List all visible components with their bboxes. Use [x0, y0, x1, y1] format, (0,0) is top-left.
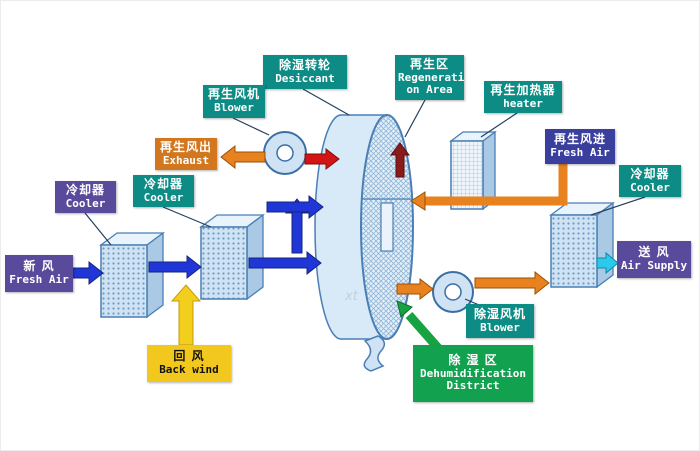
arrow-regen-intake-path — [425, 164, 568, 206]
leader-cooler-right — [590, 196, 646, 216]
cooler-block-middle — [199, 213, 265, 301]
label-regen-blower: 再生风机 Blower — [203, 85, 265, 118]
label-cooler-right-zh: 冷却器 — [630, 166, 670, 181]
label-cooler-middle-en: Cooler — [143, 190, 184, 204]
label-regeneration-area-en2: on Area — [406, 83, 453, 97]
label-dehumid-district-en1: Dehumidification — [420, 366, 526, 380]
label-air-supply: 送 风 Air Supply — [617, 241, 691, 278]
label-regen-blower-en: Blower — [214, 101, 254, 115]
label-regen-heater-zh: 再生加热器 — [490, 82, 556, 97]
leader-regen-area — [404, 99, 426, 138]
label-air-supply-en: Air Supply — [620, 259, 688, 273]
dehumid-blower-fan — [432, 271, 474, 313]
cooler-block-left — [99, 231, 165, 319]
arrow-fresh-air-to-cooler — [70, 260, 104, 286]
watermark-text: xt — [345, 289, 358, 304]
arrow-process-air-into-wheel-top — [266, 194, 324, 220]
arrow-cooler-to-cooler — [148, 254, 202, 280]
arrow-cooler-to-wheel — [248, 250, 322, 276]
label-dehumid-blower: 除湿风机 Blower — [466, 304, 534, 338]
label-desiccant-wheel-en: Desiccant — [275, 71, 335, 85]
label-cooler-right: 冷却器 Cooler — [619, 165, 681, 197]
label-dehumid-district-en2: District — [446, 379, 500, 393]
label-regen-fresh-air-zh: 再生风进 — [553, 132, 606, 147]
arrow-cooler-to-air-supply — [596, 251, 619, 275]
arrow-regen-area-up — [390, 142, 410, 178]
label-fresh-air-zh: 新 风 — [23, 259, 55, 274]
leader-regen-blower — [232, 117, 270, 136]
label-regeneration-area: 再生区 Regenerati on Area — [395, 55, 464, 100]
label-regeneration-area-en1: Regenerati — [398, 70, 465, 84]
leader-cooler-left — [84, 212, 112, 246]
regen-blower-fan — [263, 131, 307, 175]
label-regen-exhaust-en: Exhaust — [162, 153, 210, 167]
label-regen-exhaust: 再生风出 Exhaust — [155, 138, 217, 170]
label-cooler-left: 冷却器 Cooler — [55, 181, 116, 213]
label-regen-exhaust-zh: 再生风出 — [159, 139, 212, 154]
label-dehumid-district: 除 湿 区 Dehumidification District — [413, 345, 533, 402]
wheel-hub — [380, 202, 394, 252]
label-desiccant-wheel: 除湿转轮 Desiccant — [263, 55, 347, 89]
label-fresh-air-en: Fresh Air — [9, 273, 69, 287]
arrow-regen-red — [304, 147, 340, 171]
leader-lines — [84, 88, 646, 306]
arrow-wheel-to-blower — [396, 277, 434, 301]
label-regen-fresh-air: 再生风进 Fresh Air — [545, 129, 615, 164]
label-regen-blower-zh: 再生风机 — [207, 87, 260, 102]
label-dehumid-district-zh: 除 湿 区 — [448, 352, 498, 367]
label-back-wind-zh: 回 风 — [173, 349, 205, 364]
label-regen-heater-en: heater — [503, 96, 543, 110]
arrow-dehumid-district-head — [396, 300, 413, 318]
label-regeneration-area-zh: 再生区 — [409, 56, 449, 71]
ribbon-shape — [363, 335, 386, 372]
arrow-blower-to-right-cooler — [474, 270, 550, 296]
label-dehumid-blower-en: Blower — [480, 320, 520, 334]
arrow-dehumid-district-line — [405, 312, 443, 352]
label-cooler-right-en: Cooler — [630, 180, 670, 194]
arrow-blower-to-exhaust — [220, 144, 266, 170]
label-air-supply-zh: 送 风 — [638, 245, 670, 260]
label-regen-heater: 再生加热器 heater — [484, 81, 562, 113]
leader-regen-heater — [480, 112, 518, 138]
label-cooler-middle-zh: 冷却器 — [143, 176, 183, 191]
cooler-block-right — [549, 201, 615, 289]
label-cooler-left-en: Cooler — [65, 196, 106, 210]
leader-desiccant — [302, 88, 350, 116]
label-fresh-air: 新 风 Fresh Air — [5, 255, 73, 292]
arrow-regen-intake-head — [410, 191, 426, 211]
leader-cooler-mid — [162, 206, 212, 228]
label-back-wind-en: Back wind — [159, 363, 219, 377]
label-back-wind: 回 风 Back wind — [147, 345, 231, 382]
arrow-back-wind-up — [170, 284, 202, 346]
label-cooler-left-zh: 冷却器 — [65, 182, 105, 197]
label-desiccant-wheel-zh: 除湿转轮 — [278, 57, 331, 72]
label-regen-fresh-air-en: Fresh Air — [550, 146, 610, 160]
label-dehumid-blower-zh: 除湿风机 — [473, 306, 526, 321]
label-cooler-middle: 冷却器 Cooler — [133, 175, 194, 207]
